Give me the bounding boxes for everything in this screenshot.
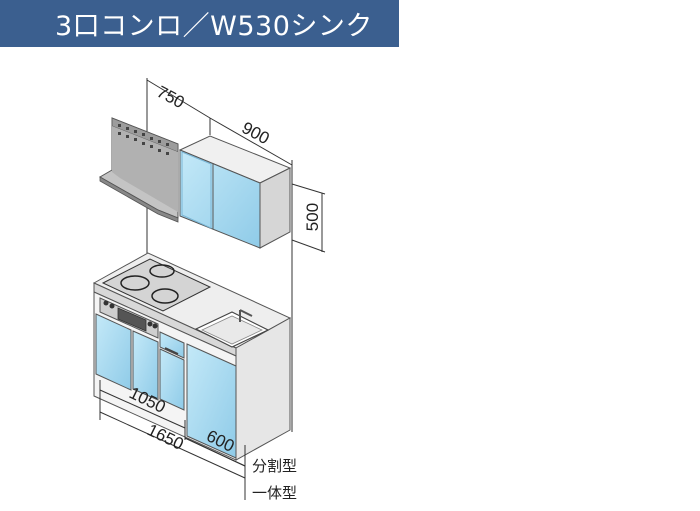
range-hood: [98, 117, 179, 223]
page-header: 3口コンロ／W530シンク: [0, 0, 399, 47]
cooktop: [101, 258, 212, 312]
type-label-integrated: 一体型: [252, 484, 298, 502]
page-title: 3口コンロ／W530シンク: [55, 11, 373, 42]
dim-wall-cabinet-height: 500: [303, 203, 322, 231]
base-doors: [95, 313, 237, 459]
type-label-split: 分割型: [252, 457, 298, 475]
stove-control-panel: [99, 297, 159, 339]
dim-wall-cabinet-width: 900: [239, 118, 273, 148]
wall-cabinet: [178, 135, 292, 249]
dim-lines-top: [146, 78, 326, 432]
sink: [194, 309, 270, 348]
base-cabinet: [92, 252, 292, 461]
dim-lines-bottom: [99, 380, 246, 500]
hood-vent-slots: [118, 124, 169, 155]
